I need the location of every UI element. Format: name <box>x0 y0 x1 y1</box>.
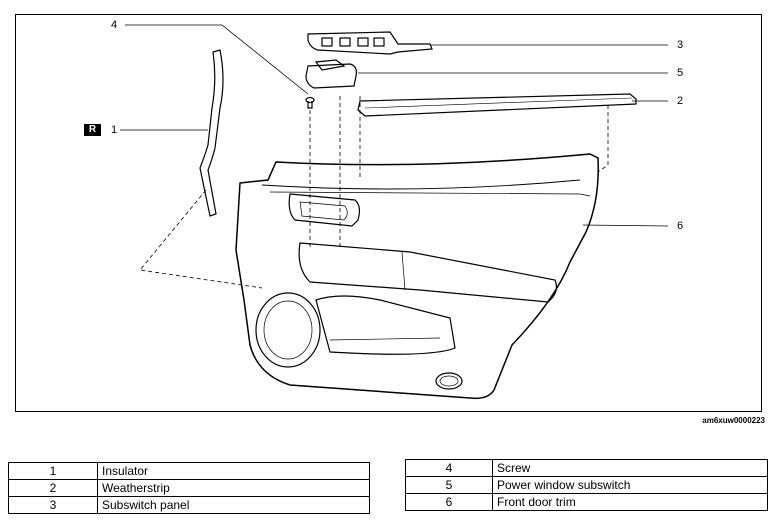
legend-name: Screw <box>492 459 768 477</box>
power-window-subswitch <box>305 63 357 89</box>
legend-num: 4 <box>405 459 493 477</box>
legend-row: 6 Front door trim <box>405 493 768 511</box>
callout-6: 6 <box>677 220 684 232</box>
callout-4: 4 <box>111 19 118 31</box>
weatherstrip <box>357 93 637 117</box>
legend-name: Power window subswitch <box>492 476 768 494</box>
legend-row: 2 Weatherstrip <box>8 479 370 497</box>
callout-5: 5 <box>677 67 684 79</box>
legend-row: 4 Screw <box>405 459 768 477</box>
screw <box>305 96 315 109</box>
legend-row: 3 Subswitch panel <box>8 496 370 514</box>
callout-2: 2 <box>677 95 684 107</box>
legend-num: 5 <box>405 476 493 494</box>
legend-num: 6 <box>405 493 493 511</box>
legend-name: Insulator <box>97 462 370 480</box>
legend-name: Subswitch panel <box>97 496 370 514</box>
legend-table-right: 4 Screw 5 Power window subswitch 6 Front… <box>405 459 768 511</box>
legend-row: 1 Insulator <box>8 462 370 480</box>
callout-3: 3 <box>677 39 684 51</box>
insulator <box>199 49 224 217</box>
orientation-badge: R <box>84 124 101 136</box>
legend-name: Front door trim <box>492 493 768 511</box>
legend-num: 2 <box>8 479 98 497</box>
legend-num: 3 <box>8 496 98 514</box>
speaker <box>255 292 321 368</box>
legend-row: 5 Power window subswitch <box>405 476 768 494</box>
diagram-frame <box>15 14 762 412</box>
front-door-trim <box>235 153 599 400</box>
callout-1: 1 <box>111 124 118 136</box>
legend-table-left: 1 Insulator 2 Weatherstrip 3 Subswitch p… <box>8 462 370 514</box>
subswitch-panel <box>307 31 433 55</box>
legend-num: 1 <box>8 462 98 480</box>
image-code: am6xuw0000223 <box>702 416 765 425</box>
legend-name: Weatherstrip <box>97 479 370 497</box>
